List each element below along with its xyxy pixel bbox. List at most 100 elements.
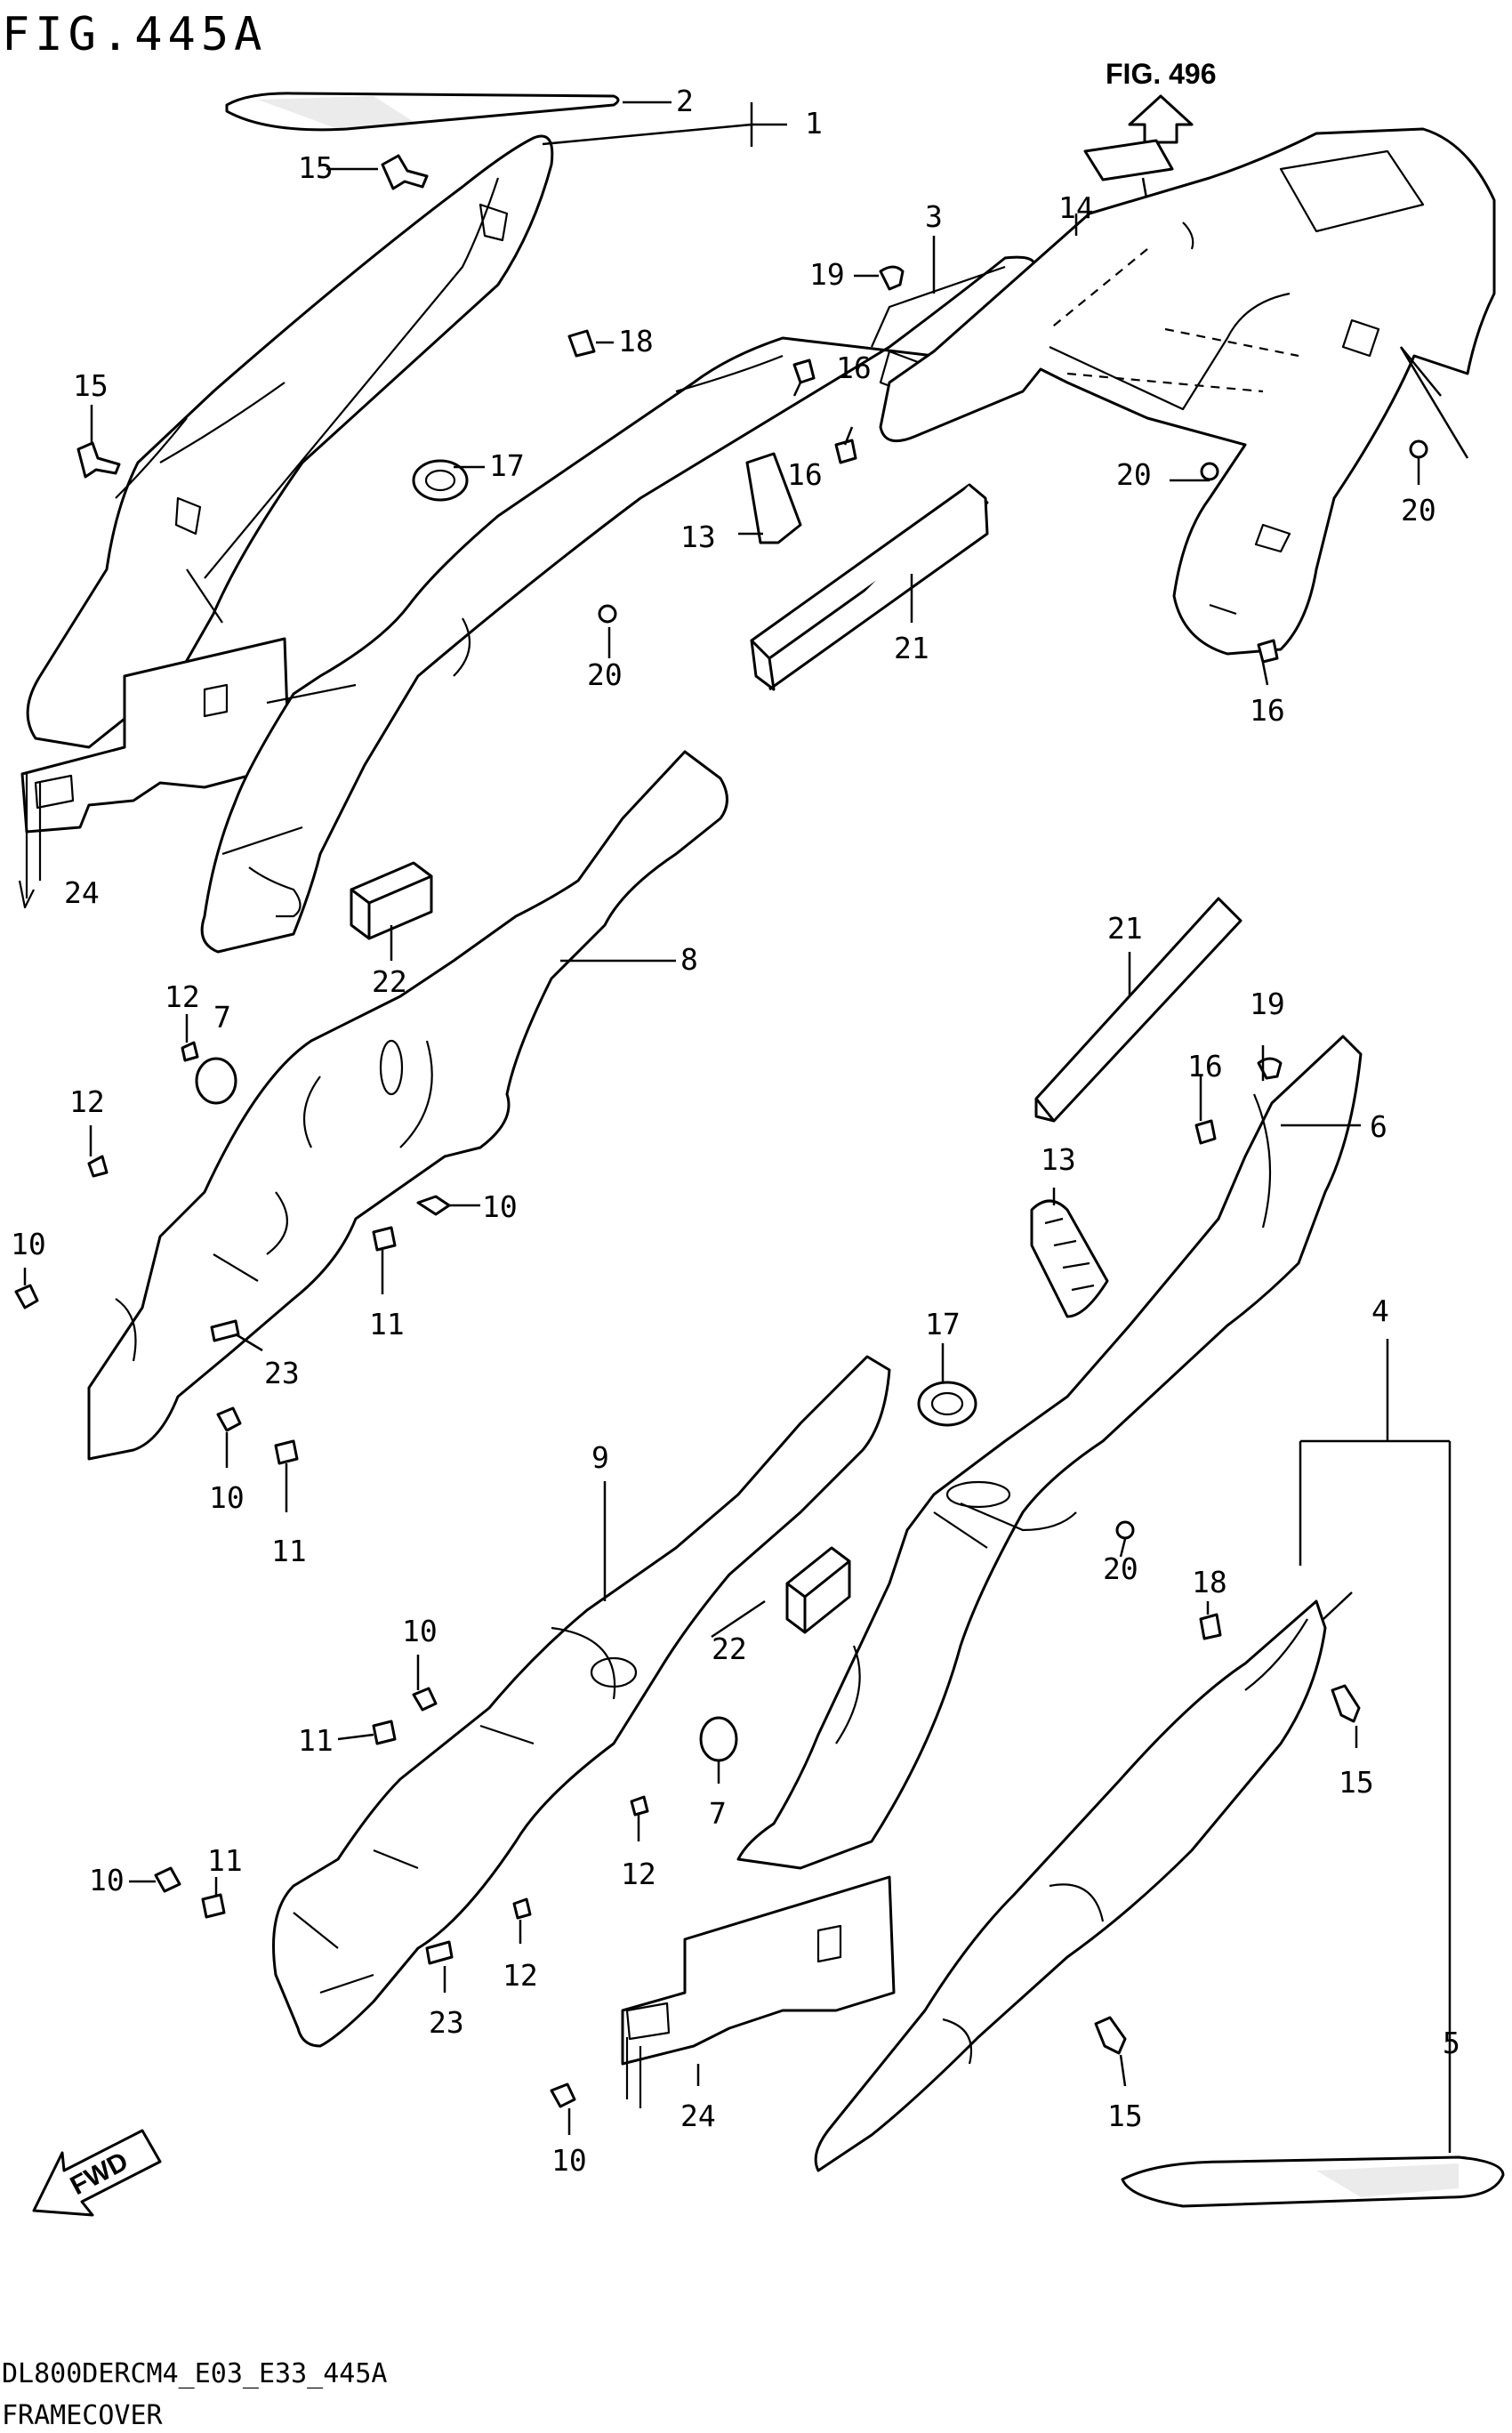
callout-13-b: 13 xyxy=(1041,1142,1076,1177)
cover-body-3 xyxy=(200,255,1037,954)
screw-15-d xyxy=(1094,2016,1127,2055)
callout-19-a: 19 xyxy=(809,257,845,292)
screw-10-c xyxy=(216,1406,242,1432)
callout-16-b: 16 xyxy=(787,457,823,492)
callout-9: 9 xyxy=(591,1440,609,1475)
plate-13-lower xyxy=(1030,1199,1109,1318)
nut-16-a xyxy=(792,359,816,384)
screw-10-e xyxy=(154,1866,181,1893)
cover-body-9 xyxy=(272,1355,891,2048)
clip-18-lower xyxy=(1199,1613,1222,1640)
cap-7-upper xyxy=(195,1057,237,1105)
part-right-lower-cover xyxy=(814,1599,1505,2208)
callout-17-b: 17 xyxy=(925,1307,961,1341)
callout-18-a: 18 xyxy=(618,324,654,359)
callout-12-c: 12 xyxy=(621,1857,656,1891)
callout-4: 4 xyxy=(1371,1293,1389,1328)
leader-lines xyxy=(23,101,1469,2153)
callout-20-b: 20 xyxy=(1116,457,1152,492)
callout-14: 14 xyxy=(1058,190,1094,225)
cap-7-lower xyxy=(699,1716,738,1762)
reference-label: FIG. 496 xyxy=(1106,58,1217,90)
nut-11-b xyxy=(274,1439,299,1465)
cover-body-1 xyxy=(26,134,554,749)
callout-7-b: 7 xyxy=(709,1796,727,1831)
cover-body-14 xyxy=(879,127,1496,656)
callout-12-a: 12 xyxy=(165,979,200,1014)
plate-13-upper xyxy=(745,452,802,544)
callout-16-a: 16 xyxy=(836,350,872,385)
callout-16-c: 16 xyxy=(1250,693,1285,728)
callout-11-c: 11 xyxy=(298,1723,334,1758)
callout-3: 3 xyxy=(925,199,943,234)
grommet-17-upper xyxy=(412,459,469,502)
clip-12-a xyxy=(181,1041,199,1062)
callout-24-a: 24 xyxy=(64,875,100,910)
callout-24-b: 24 xyxy=(680,2099,716,2133)
screw-10-b xyxy=(14,1284,39,1309)
screw-20-d xyxy=(1115,1520,1135,1540)
callout-13-a: 13 xyxy=(680,520,716,554)
figure-title: FIG.445A xyxy=(2,8,267,61)
callout-labels: 2 1 3 14 15 15 19 18 16 16 17 13 20 20 2… xyxy=(11,84,1460,2178)
clip-18-upper xyxy=(567,329,596,358)
callout-21-a: 21 xyxy=(894,631,929,665)
callout-23-b: 23 xyxy=(429,2005,464,2040)
clip-12-c xyxy=(630,1795,649,1817)
callout-21-b: 21 xyxy=(1107,911,1143,946)
callout-2: 2 xyxy=(676,84,694,118)
callout-18-b: 18 xyxy=(1192,1565,1227,1599)
cover-body-8 xyxy=(87,750,728,1461)
callout-20-d: 20 xyxy=(1103,1551,1138,1586)
callout-5: 5 xyxy=(1443,2026,1460,2060)
screw-10-f xyxy=(550,2083,576,2108)
callout-1: 1 xyxy=(805,106,823,141)
callout-11-a: 11 xyxy=(369,1307,405,1341)
part-6-right-frame-cover xyxy=(736,1035,1363,1870)
cover-pad-2 xyxy=(225,92,620,132)
callout-15-b: 15 xyxy=(73,368,109,403)
callout-6: 6 xyxy=(1370,1109,1387,1144)
callout-15-d: 15 xyxy=(1107,2099,1143,2133)
small-parts xyxy=(195,329,1243,1762)
screw-10-a xyxy=(416,1195,451,1216)
callout-17-a: 17 xyxy=(489,448,525,483)
screw-15-a xyxy=(381,154,429,190)
bracket-plate-lower xyxy=(621,1875,896,2066)
callout-11-b: 11 xyxy=(271,1534,307,1568)
nut-11-a xyxy=(372,1226,397,1252)
clip-12-b xyxy=(87,1155,109,1178)
callout-23-a: 23 xyxy=(264,1356,300,1390)
footer-code: DL800DERCM4_E03_E33_445A xyxy=(2,2358,387,2389)
nut-11-d xyxy=(201,1893,226,1919)
seal-21-lower xyxy=(1034,897,1243,1123)
tag-23-a xyxy=(210,1319,240,1342)
cover-pad-5 xyxy=(1121,2155,1505,2208)
callout-10-f: 10 xyxy=(551,2143,587,2178)
screw-19-a xyxy=(879,265,905,291)
callout-19-b: 19 xyxy=(1250,987,1285,1021)
callout-22-b: 22 xyxy=(712,1631,747,1666)
screw-15-c xyxy=(1331,1684,1361,1723)
part-left-upper-cover xyxy=(26,92,620,749)
block-22-upper xyxy=(350,861,433,940)
callout-15-a: 15 xyxy=(298,150,334,185)
callout-22-a: 22 xyxy=(372,964,407,999)
fwd-arrow-icon xyxy=(32,2129,162,2217)
callout-15-c: 15 xyxy=(1339,1765,1374,1800)
callout-11-d: 11 xyxy=(207,1843,243,1878)
footer-caption: FRAMECOVER xyxy=(2,2400,164,2431)
nut-11-c xyxy=(372,1720,397,1745)
block-22-lower xyxy=(785,1546,851,1634)
nut-16-c xyxy=(1257,639,1279,664)
screw-10-d xyxy=(412,1687,438,1712)
callout-20-a: 20 xyxy=(587,657,623,692)
callout-10-b: 10 xyxy=(11,1227,46,1261)
forward-direction-indicator: FWD xyxy=(32,2129,162,2217)
callout-7-a: 7 xyxy=(213,1000,231,1035)
callout-12-b: 12 xyxy=(69,1084,105,1119)
reference-fig-496[interactable]: FIG. 496 xyxy=(1083,58,1217,357)
screw-20-a xyxy=(598,604,617,624)
callout-10-a: 10 xyxy=(482,1189,518,1224)
